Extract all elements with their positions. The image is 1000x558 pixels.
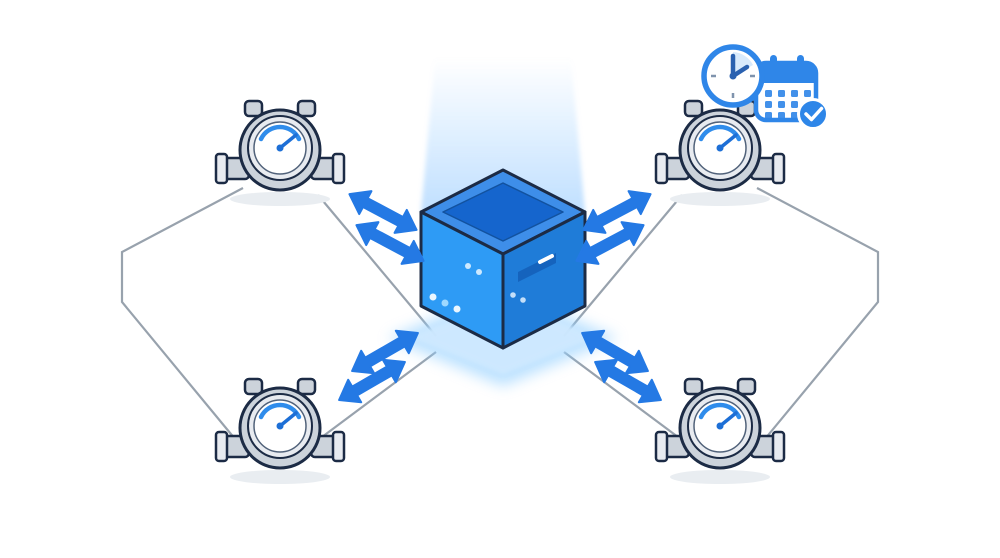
- calendar-cell: [765, 101, 772, 108]
- calendar-grid: [765, 90, 811, 119]
- server-cube-icon: [419, 168, 587, 350]
- meter-bottom-right: [656, 379, 784, 484]
- cube-front-led-4: [465, 263, 471, 269]
- calendar-cell: [804, 90, 811, 97]
- meter-top-left: [216, 101, 344, 206]
- calendar-cell: [791, 112, 798, 119]
- calendar-cell: [765, 112, 772, 119]
- connector-right-perimeter: [756, 187, 880, 446]
- clock-icon: [701, 44, 765, 108]
- cube-front-led-2: [441, 299, 449, 307]
- clock-tint-wedge: [733, 52, 753, 76]
- cube-side-vent-dash: [538, 254, 554, 264]
- check-badge-icon: [797, 98, 829, 130]
- cube-front-led-5: [476, 269, 482, 275]
- connector-hub-bottom-right: [563, 351, 683, 441]
- cube-side-dot-2: [520, 297, 526, 303]
- gray-connectors: [120, 187, 880, 446]
- cube-front-led-1: [429, 293, 437, 301]
- connector-left-perimeter: [120, 187, 244, 446]
- check-mark: [804, 106, 824, 122]
- calendar-cell: [778, 90, 785, 97]
- connector-hub-bottom-left: [317, 351, 437, 441]
- calendar-cell: [765, 90, 772, 97]
- clock-center-dot: [729, 72, 737, 80]
- check-badge-circle: [797, 98, 829, 130]
- connector-hub-top-left: [317, 194, 437, 337]
- calendar-cell: [778, 112, 785, 119]
- connector-hub-top-right: [563, 194, 683, 337]
- calendar-cell: [791, 90, 798, 97]
- cube-right-face: [501, 210, 587, 350]
- schedule-icon-group: [701, 44, 829, 130]
- cube-front-led-3: [453, 305, 461, 313]
- cube-side-dot-1: [510, 292, 516, 298]
- calendar-header: [756, 63, 816, 83]
- hub-light-beam: [421, 58, 585, 212]
- cube-top-inset-panel: [442, 182, 564, 242]
- meter-bottom-left: [216, 379, 344, 484]
- calendar-cell: [778, 101, 785, 108]
- calendar-cell: [791, 101, 798, 108]
